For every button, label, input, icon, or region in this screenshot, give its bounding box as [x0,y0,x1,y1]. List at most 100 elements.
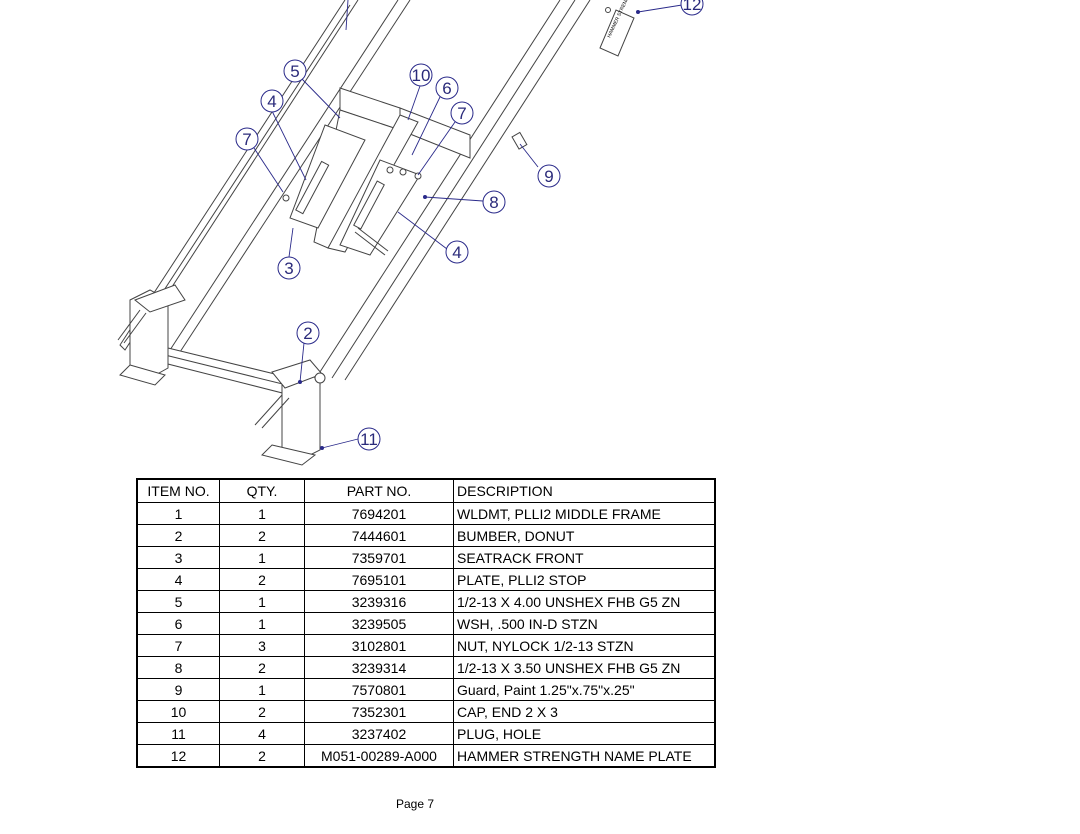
item-no-cell: 10 [136,700,220,723]
callout-label: 2 [303,324,312,343]
description-cell: WLDMT, PLLI2 MIDDLE FRAME [453,502,716,525]
qty-cell: 3 [219,634,305,657]
name-plate: HAMMER STRENGTH [599,0,635,57]
callout-label: 5 [290,62,299,81]
qty-cell: 1 [219,546,305,569]
exploded-assembly-drawing: HAMMER STRENGTH 12 5 10 6 [117,0,704,466]
table-row: 6 1 3239505 WSH, .500 IN-D STZN [136,612,716,635]
callout-label: 3 [284,259,293,278]
callout-3: 3 [277,256,301,280]
item-no-cell: 1 [136,502,220,525]
part-no-cell: 3102801 [304,634,454,657]
part-no-cell: 7352301 [304,700,454,723]
description-cell: PLUG, HOLE [453,722,716,745]
callout-11: 11 [357,427,381,451]
item-no-cell: 9 [136,678,220,701]
middle-frame [117,0,591,466]
item-no-cell: 6 [136,612,220,635]
callout-5: 5 [283,59,307,83]
callout-label: 4 [267,92,276,111]
part-no-cell: 7359701 [304,546,454,569]
callout-label: 9 [544,167,553,186]
item-no-cell: 7 [136,634,220,657]
part-no-cell: 3239505 [304,612,454,635]
qty-cell: 2 [219,656,305,679]
description-cell: 1/2-13 X 4.00 UNSHEX FHB G5 ZN [453,590,716,613]
callout-label: 12 [683,0,702,14]
qty-cell: 2 [219,568,305,591]
table-body: 1 1 7694201 WLDMT, PLLI2 MIDDLE FRAME 2 … [136,502,716,768]
item-no-cell: 12 [136,744,220,768]
table-row: 12 2 M051-00289-A000 HAMMER STRENGTH NAM… [136,744,716,768]
description-cell: PLATE, PLLI2 STOP [453,568,716,591]
item-no-cell: 4 [136,568,220,591]
description-cell: NUT, NYLOCK 1/2-13 STZN [453,634,716,657]
callout-label: 6 [442,79,451,98]
qty-cell: 1 [219,502,305,525]
item-no-cell: 5 [136,590,220,613]
column-header-item-no: ITEM NO. [136,478,220,503]
callout-10: 10 [409,63,433,87]
table-header-row: ITEM NO. QTY. PART NO. DESCRIPTION [136,478,716,503]
table-row: 8 2 3239314 1/2-13 X 3.50 UNSHEX FHB G5 … [136,656,716,679]
table-row: 10 2 7352301 CAP, END 2 X 3 [136,700,716,723]
parts-list-table: ITEM NO. QTY. PART NO. DESCRIPTION 1 1 7… [136,478,716,768]
table-row: 5 1 3239316 1/2-13 X 4.00 UNSHEX FHB G5 … [136,590,716,613]
table-row: 1 1 7694201 WLDMT, PLLI2 MIDDLE FRAME [136,502,716,525]
guard-part [511,131,528,150]
callout-6: 6 [435,76,459,100]
callout-label: 10 [412,66,431,85]
callout-7-right: 7 [450,101,474,125]
part-no-cell: 3239314 [304,656,454,679]
table-row: 9 1 7570801 Guard, Paint 1.25"x.75"x.25" [136,678,716,701]
column-header-part-no: PART NO. [304,478,454,503]
column-header-description: DESCRIPTION [453,478,716,503]
callout-4-lower: 4 [445,240,469,264]
description-cell: 1/2-13 X 3.50 UNSHEX FHB G5 ZN [453,656,716,679]
table-row: 7 3 3102801 NUT, NYLOCK 1/2-13 STZN [136,634,716,657]
qty-cell: 2 [219,700,305,723]
callout-label: 4 [452,243,461,262]
callout-8: 8 [482,190,506,214]
qty-cell: 4 [219,722,305,745]
callout-leaders [253,0,683,450]
callout-label: 7 [457,104,466,123]
callout-7-left: 7 [235,127,259,151]
column-header-qty: QTY. [219,478,305,503]
part-no-cell: M051-00289-A000 [304,744,454,768]
callout-label: 7 [242,130,251,149]
part-no-cell: 7444601 [304,524,454,547]
description-cell: SEATRACK FRONT [453,546,716,569]
description-cell: WSH, .500 IN-D STZN [453,612,716,635]
part-no-cell: 7570801 [304,678,454,701]
qty-cell: 1 [219,612,305,635]
table-row: 11 4 3237402 PLUG, HOLE [136,722,716,745]
page-number: Page 7 [396,797,435,811]
table-row: 4 2 7695101 PLATE, PLLI2 STOP [136,568,716,591]
qty-cell: 2 [219,524,305,547]
item-no-cell: 8 [136,656,220,679]
item-no-cell: 11 [136,722,220,745]
seatrack-front [282,87,471,256]
qty-cell: 1 [219,590,305,613]
part-no-cell: 7694201 [304,502,454,525]
callout-label: 11 [360,430,378,449]
item-no-cell: 2 [136,524,220,547]
part-no-cell: 7695101 [304,568,454,591]
description-cell: Guard, Paint 1.25"x.75"x.25" [453,678,716,701]
description-cell: BUMBER, DONUT [453,524,716,547]
table-row: 2 2 7444601 BUMBER, DONUT [136,524,716,547]
part-no-cell: 3237402 [304,722,454,745]
qty-cell: 2 [219,744,305,768]
description-cell: HAMMER STRENGTH NAME PLATE [453,744,716,768]
qty-cell: 1 [219,678,305,701]
callout-label: 8 [489,193,498,212]
callout-4-upper: 4 [260,89,284,113]
callout-12: 12 [680,0,704,16]
callout-9: 9 [537,164,561,188]
callout-2: 2 [296,321,320,345]
part-no-cell: 3239316 [304,590,454,613]
description-cell: CAP, END 2 X 3 [453,700,716,723]
table-row: 3 1 7359701 SEATRACK FRONT [136,546,716,569]
item-no-cell: 3 [136,546,220,569]
